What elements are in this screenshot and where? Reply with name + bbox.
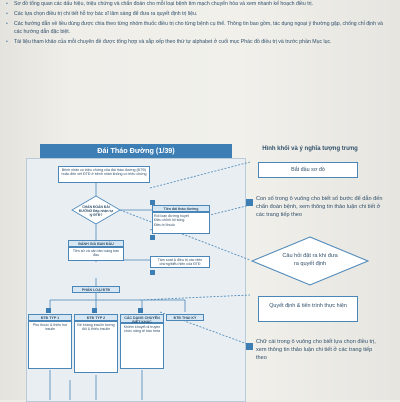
prediabetes-item: Điều trị thuốc <box>154 222 176 227</box>
legend-question-text: Câu hỏi đặt ra khi đưa ra quyết định <box>282 253 338 268</box>
type1-header: ĐTĐ TÝP 1 <box>28 314 72 321</box>
flowchart-title: Đái Tháo Đường (1/39) <box>97 146 175 155</box>
legend-title: Hình khối và ý nghĩa tượng trưng <box>262 146 358 152</box>
type2-box: Đề kháng insulin tương đối & thiếu insul… <box>74 321 118 373</box>
prediabetes-header: Tiền đái tháo đường <box>152 205 210 212</box>
bullet-item: •Sơ đồ tổng quan các dấu hiệu, triệu chứ… <box>6 1 314 7</box>
other-types-box: Khiếm khuyết di truyền chức năng tế bào … <box>120 323 164 369</box>
legend-number-text: Con số trong ô vuông cho biết số bước để… <box>256 196 383 219</box>
initial-assessment-header: ĐÁNH GIÁ BAN ĐẦU <box>68 240 124 247</box>
classification-box: PHÂN LOẠI ĐTĐ <box>72 286 120 293</box>
legend-number-marker <box>246 199 253 206</box>
prediabetes-box: Rối loạn đường huyết Điều chỉnh lối sống… <box>152 212 210 234</box>
type2-header: ĐTĐ TÝP 2 <box>74 314 118 321</box>
bullet-item: •Các lựa chọn điều trị chi tiết hỗ trợ b… <box>6 10 198 17</box>
intro-bullet-list: •Sơ đồ tổng quan các dấu hiệu, triệu chứ… <box>6 0 386 48</box>
prediabetes-item: Rối loạn đường huyết <box>154 214 189 218</box>
flowchart-start-box: Bệnh nhân có triệu chứng của đái tháo đư… <box>58 166 150 183</box>
legend-question-diamond <box>250 236 370 286</box>
legend-start-box: Bắt đầu sơ đồ <box>258 162 358 178</box>
flowchart-title-bar <box>40 144 232 158</box>
decision-text: CHẨN ĐOÁN ĐÁI ĐƯỜNG Đáp nhận tự lý ĐTĐ? <box>78 205 114 218</box>
gestational-header: ĐTĐ THAI KỲ <box>166 314 204 321</box>
other-types-header: CÁC DẠNG CHUYÊN BIỆT KHÁC <box>120 314 164 324</box>
type1-box: Phụ thuộc & thiếu hụt insulin <box>28 321 72 369</box>
complications-box: Tầm soát & điều trị các biến chứng/biểu … <box>150 256 210 268</box>
bullet-item: •Tài liệu tham khảo của mỗi chuyên đề đư… <box>6 38 332 45</box>
legend-letter-marker <box>246 343 253 350</box>
prediabetes-item: Điều chỉnh lối sống <box>154 218 185 223</box>
initial-assessment-box: Tiền sử và cận lâm sàng ban đầu <box>68 247 124 261</box>
legend-letter-text: Chữ cái trong ô vuông cho biết lựa chọn … <box>256 339 376 362</box>
bullet-item: •Các hướng dẫn về liều dùng được chia th… <box>6 20 383 36</box>
legend-decision-box: Quyết định & tiến trình thực hiện <box>258 296 358 322</box>
